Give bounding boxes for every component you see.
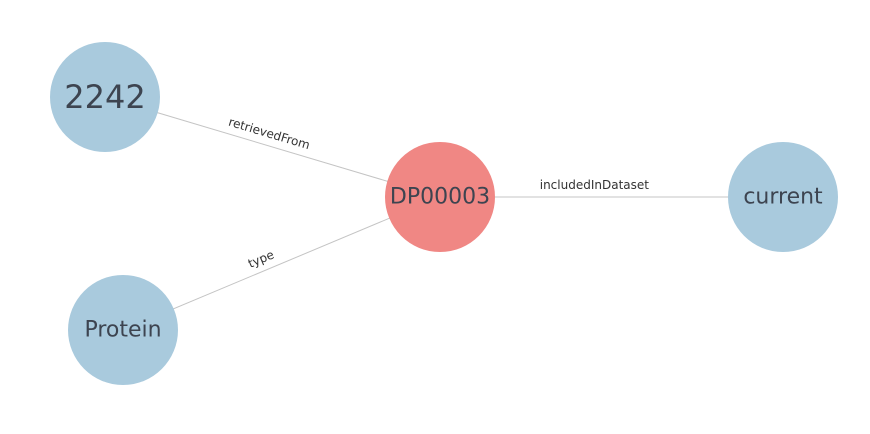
edge-type[interactable] [122, 196, 441, 331]
node-label-n2242: 2242 [64, 78, 145, 116]
node-circle-dp[interactable] [385, 142, 495, 252]
node-label-current: current [743, 185, 823, 210]
node-current[interactable]: current [728, 142, 838, 252]
node-circle-protein[interactable] [68, 275, 178, 385]
node-circle-n2242[interactable] [50, 42, 160, 152]
node-protein[interactable]: Protein [68, 275, 178, 385]
node-circle-current[interactable] [728, 142, 838, 252]
edge-label-retrievedFrom: retrievedFrom [227, 115, 312, 153]
node-label-protein: Protein [84, 318, 161, 343]
edge-label-includedInDataset: includedInDataset [540, 178, 650, 192]
node-n2242[interactable]: 2242 [50, 42, 160, 152]
edge-retrievedFrom[interactable] [104, 96, 441, 198]
node-label-dp: DP00003 [390, 185, 490, 210]
node-dp[interactable]: DP00003 [385, 142, 495, 252]
